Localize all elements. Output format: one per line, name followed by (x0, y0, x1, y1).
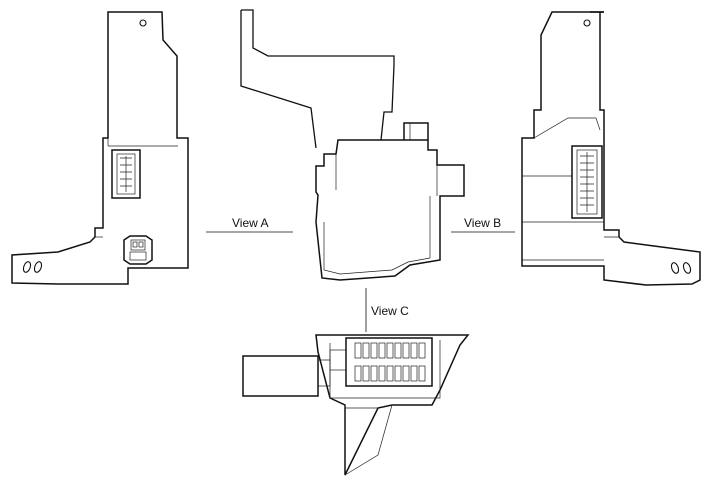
view-c-label: View C (371, 304, 409, 318)
mount-slot (670, 262, 680, 274)
view-a-label: View A (232, 216, 268, 230)
mount-hole (139, 19, 147, 27)
mount-slot (33, 261, 43, 273)
mount-hole (583, 19, 591, 27)
top-view-bracket (240, 9, 465, 281)
terminal-row-lower (354, 365, 426, 382)
mount-slot (22, 261, 32, 273)
view-b-label: View B (464, 216, 501, 230)
view-b-bracket (521, 11, 701, 286)
mount-slot (682, 262, 692, 274)
fuse-block (345, 337, 433, 387)
terminal-row-upper (354, 342, 426, 359)
view-c-bracket (242, 334, 470, 476)
view-a-bracket (11, 11, 189, 285)
